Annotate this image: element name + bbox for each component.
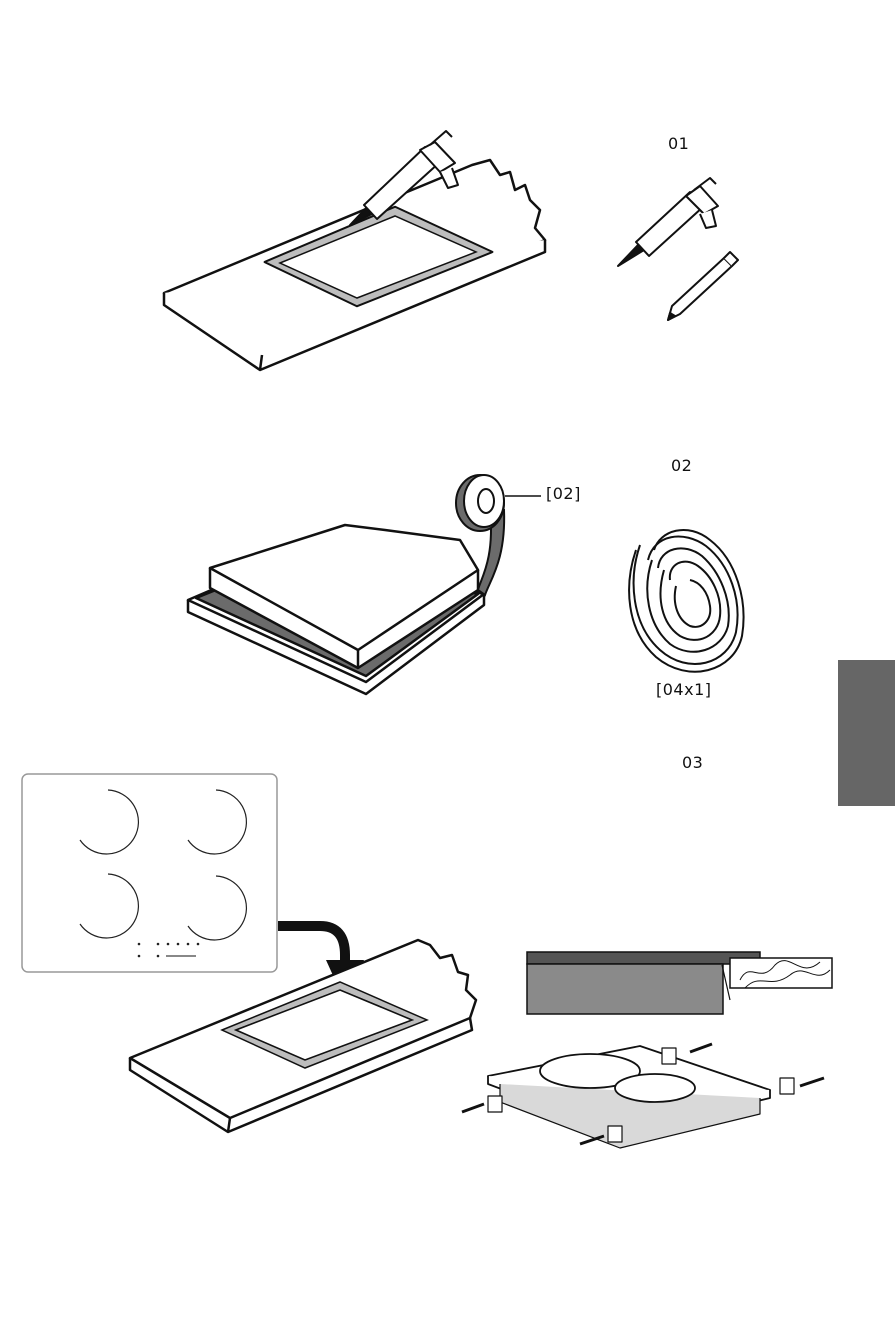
- cross-section-detail: [527, 952, 832, 1014]
- hob-top-view: [22, 774, 277, 972]
- hob-with-clips: [462, 1044, 824, 1148]
